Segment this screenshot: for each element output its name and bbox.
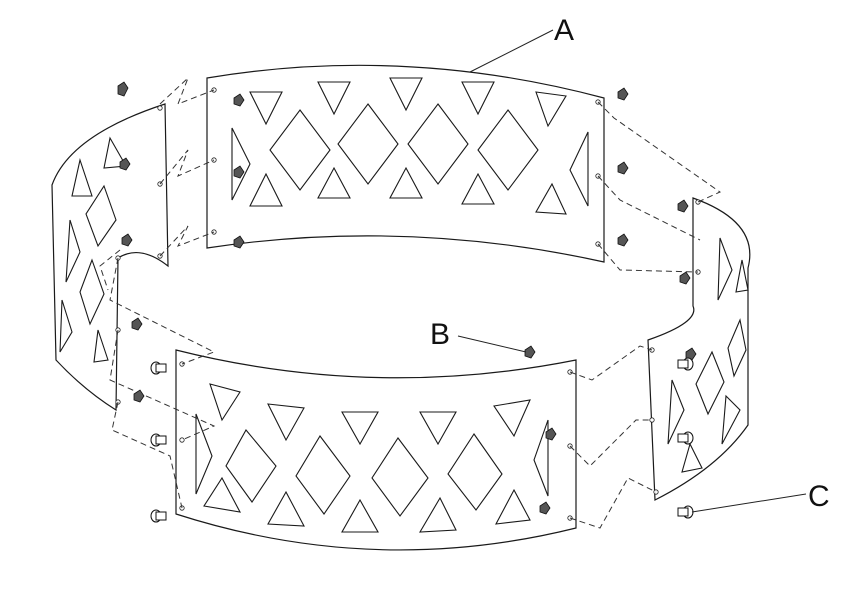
front-panel bbox=[175, 349, 577, 551]
back-panel bbox=[206, 64, 605, 263]
nut bbox=[617, 87, 629, 101]
nut bbox=[117, 81, 129, 97]
front-panel-cutouts bbox=[195, 383, 549, 533]
nut bbox=[233, 235, 245, 249]
right-panel-cutouts bbox=[667, 237, 749, 473]
nut bbox=[133, 389, 145, 403]
assembly-guide-lines bbox=[99, 77, 722, 529]
nut bbox=[233, 93, 245, 107]
nut bbox=[121, 233, 133, 247]
callout-c-label: C bbox=[808, 480, 830, 513]
callout-a-label: A bbox=[554, 14, 574, 47]
nut bbox=[524, 345, 536, 359]
callout-c: C bbox=[691, 480, 830, 513]
bolt bbox=[677, 431, 694, 445]
back-panel-cutouts bbox=[231, 77, 589, 215]
nut bbox=[131, 317, 143, 331]
callout-b-label: B bbox=[430, 318, 450, 351]
left-panel bbox=[51, 103, 169, 412]
bolt bbox=[677, 505, 694, 519]
bolt bbox=[677, 357, 694, 371]
fasteners bbox=[117, 81, 697, 523]
left-panel-cutouts bbox=[59, 136, 127, 363]
right-panel bbox=[647, 197, 751, 501]
bolt bbox=[150, 433, 167, 447]
nut bbox=[545, 427, 557, 441]
nut bbox=[119, 157, 131, 171]
nut bbox=[233, 165, 245, 179]
nut bbox=[617, 233, 629, 247]
callout-b: B bbox=[430, 318, 527, 353]
nut bbox=[539, 501, 551, 515]
nut bbox=[677, 199, 689, 213]
bolt bbox=[150, 361, 167, 375]
bolt bbox=[150, 509, 167, 523]
nut bbox=[617, 161, 629, 175]
nut bbox=[679, 271, 691, 285]
callout-a: A bbox=[469, 14, 574, 73]
nut bbox=[685, 347, 697, 361]
